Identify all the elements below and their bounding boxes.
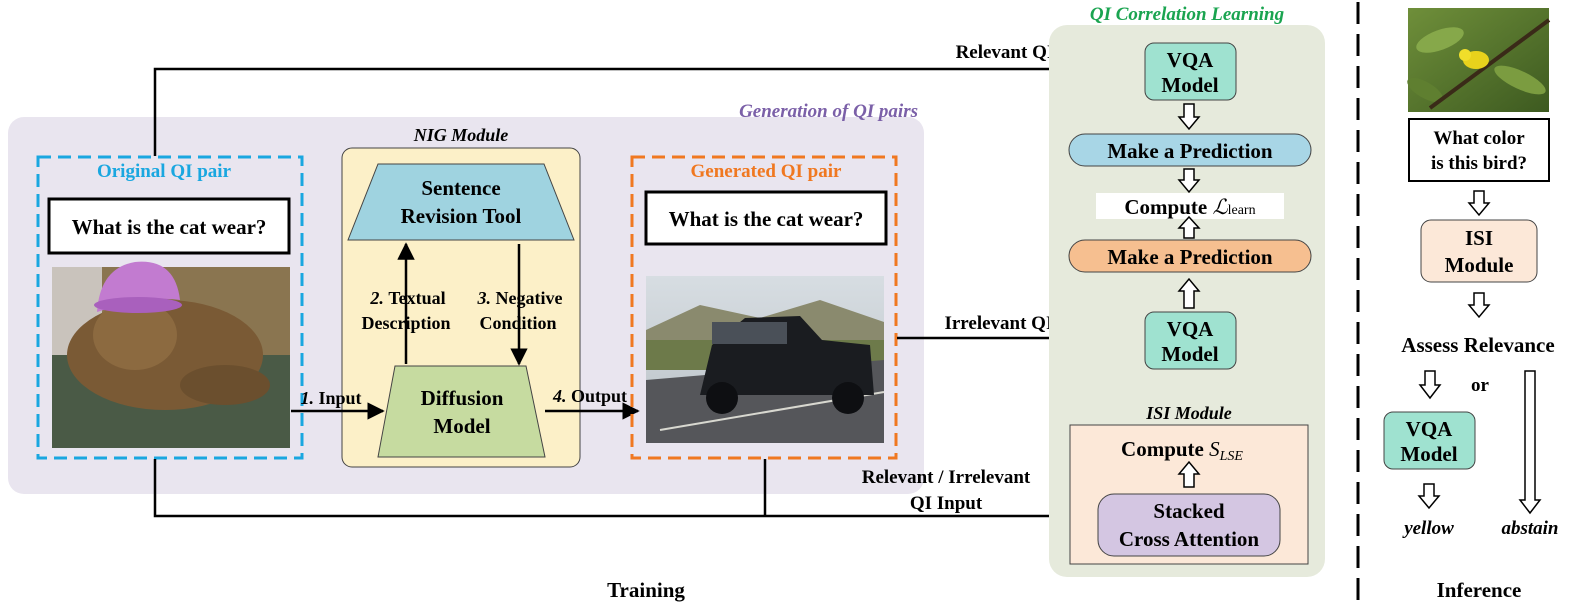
hollow-arrow-down-6 <box>1417 483 1441 510</box>
stacked-line1: Stacked <box>1153 499 1224 523</box>
diffusion-line1: Diffusion <box>421 386 504 410</box>
sentence-tool-line2: Revision Tool <box>401 204 522 228</box>
original-pair-box <box>36 155 304 460</box>
inference-label: Inference <box>1437 578 1522 602</box>
compute-score-label: Compute SLSE <box>1121 437 1243 464</box>
generation-title: Generation of QI pairs <box>739 101 918 122</box>
make-prediction-bottom <box>1068 239 1312 273</box>
assess-relevance: Assess Relevance <box>1401 333 1554 357</box>
inference-question-line2: is this bird? <box>1431 153 1527 174</box>
step4-label: 4. Output <box>552 386 627 406</box>
cat-image <box>52 261 290 448</box>
sentence-tool-line1: Sentence <box>421 176 500 200</box>
hollow-arrow-down-3 <box>1467 190 1491 217</box>
compute-loss-label: Compute ℒlearn <box>1124 195 1255 219</box>
original-question: What is the cat wear? <box>72 215 267 239</box>
learning-title: QI Correlation Learning <box>1090 4 1284 25</box>
step2-label-line2: Description <box>362 313 451 333</box>
diffusion-model-box <box>377 365 546 458</box>
or-label: or <box>1471 375 1490 396</box>
relevant-qi-arrow <box>153 60 1145 156</box>
rel-irr-label-line1: Relevant / Irrelevant <box>862 467 1031 488</box>
hollow-arrow-down-4 <box>1467 292 1491 319</box>
bird-image <box>1407 8 1551 112</box>
inference-question-box <box>1408 118 1550 182</box>
original-pair-title: Original QI pair <box>97 161 232 182</box>
step3-label: 3. Negative <box>477 288 563 308</box>
sentence-revision-tool <box>347 163 575 241</box>
generated-question-box <box>644 190 888 246</box>
inference-isi-line2: Module <box>1445 253 1514 277</box>
generated-question: What is the cat wear? <box>669 207 864 231</box>
generated-pair-title: Generated QI pair <box>691 161 842 182</box>
vqa-model-top <box>1144 42 1237 101</box>
vqa-top-line2: Model <box>1161 73 1218 97</box>
vqa-bottom-line1: VQA <box>1167 317 1215 341</box>
hollow-arrow-down-2 <box>1177 168 1201 194</box>
step2-label: 2. Textual <box>369 288 445 308</box>
hollow-arrow-up-3 <box>1177 460 1201 488</box>
inference-vqa-model <box>1383 411 1476 470</box>
inference-isi-line1: ISI <box>1465 226 1493 250</box>
inference-question-line1: What color <box>1433 128 1525 149</box>
stacked-line2: Cross Attention <box>1119 527 1260 551</box>
stacked-cross-attention <box>1097 493 1281 557</box>
make-prediction-top <box>1068 133 1312 167</box>
truck-image <box>646 276 885 443</box>
answer-abstain: abstain <box>1501 518 1558 539</box>
pred-top-label: Make a Prediction <box>1107 139 1273 163</box>
vqa-model-bottom <box>1144 311 1237 370</box>
diffusion-line2: Model <box>433 414 490 438</box>
pred-bottom-label: Make a Prediction <box>1107 245 1273 269</box>
rel-irr-bottom-line <box>153 459 1098 525</box>
hollow-arrow-up-2 <box>1177 277 1201 309</box>
generated-pair-box <box>630 155 898 460</box>
compute-loss-box <box>1096 193 1284 219</box>
rel-irr-label-line2: QI Input <box>910 493 983 514</box>
vqa-top-line1: VQA <box>1167 48 1215 72</box>
isi-module-title: ISI Module <box>1145 403 1232 423</box>
original-question-box <box>47 197 291 255</box>
step3-label-line2: Condition <box>479 313 556 333</box>
hollow-arrow-long <box>1518 370 1542 515</box>
hollow-arrow-down-1 <box>1177 103 1201 131</box>
inference-vqa-line1: VQA <box>1406 417 1454 441</box>
nig-module-title: NIG Module <box>413 125 509 145</box>
inference-vqa-line2: Model <box>1400 442 1457 466</box>
answer-yellow: yellow <box>1402 518 1454 539</box>
vqa-bottom-line2: Model <box>1161 342 1218 366</box>
inference-isi-module <box>1420 219 1538 283</box>
hollow-arrow-up-1 <box>1177 215 1201 239</box>
step1-label: 1. Input <box>300 388 361 408</box>
training-label: Training <box>607 578 685 602</box>
hollow-arrow-down-5 <box>1418 370 1442 400</box>
